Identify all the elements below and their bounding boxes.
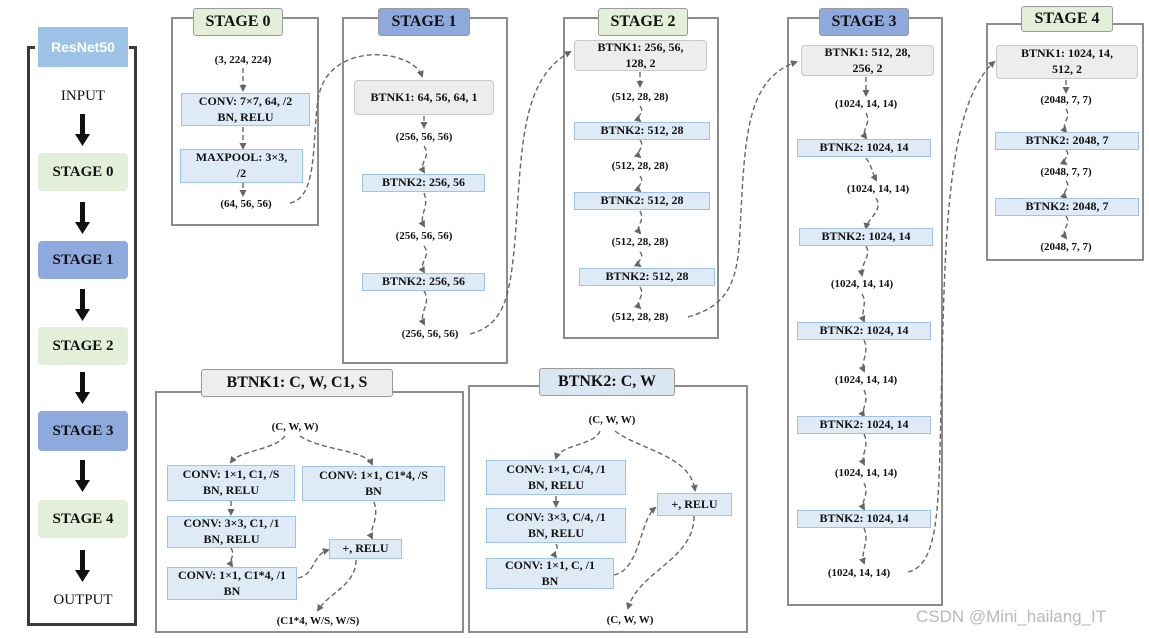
stage1-btnk2-block-1: BTNK2: 256, 56 bbox=[362, 174, 485, 192]
nav-stage-4: STAGE 4 bbox=[38, 500, 128, 538]
resnet50-overview-frame bbox=[27, 46, 137, 626]
stage1-title: STAGE 1 bbox=[378, 8, 470, 36]
btnk1-shortcut-block: CONV: 1×1, C1*4, /S BN bbox=[302, 466, 445, 501]
stage3-btnk2-block-5: BTNK2: 1024, 14 bbox=[797, 510, 931, 528]
stage2-shape-3: (512, 28, 28) bbox=[611, 236, 669, 248]
btnk1-conv3-block: CONV: 1×1, C1*4, /1 BN bbox=[167, 567, 297, 600]
stage2-title: STAGE 2 bbox=[598, 8, 688, 36]
nav-stage-0: STAGE 0 bbox=[38, 153, 128, 191]
frame-corner-left bbox=[27, 46, 35, 49]
stage2-shape-1: (512, 28, 28) bbox=[611, 91, 669, 103]
stage3-btnk2-block-4: BTNK2: 1024, 14 bbox=[797, 416, 931, 434]
stage2-shape-2: (512, 28, 28) bbox=[611, 160, 669, 172]
watermark: CSDN @Mini_hailang_IT bbox=[916, 607, 1107, 626]
stage2-btnk2-block-3: BTNK2: 512, 28 bbox=[579, 268, 715, 286]
stage4-btnk1-block: BTNK1: 1024, 14, 512, 2 bbox=[996, 45, 1138, 79]
stage3-shape-4: (1024, 14, 14) bbox=[834, 374, 898, 386]
btnk2-conv2-block: CONV: 3×3, C/4, /1 BN, RELU bbox=[486, 508, 626, 543]
stage1-output-shape: (256, 56, 56) bbox=[401, 328, 459, 340]
nav-stage-3: STAGE 3 bbox=[38, 411, 128, 451]
stage3-btnk2-block-3: BTNK2: 1024, 14 bbox=[797, 322, 931, 340]
btnk2-input-shape: (C, W, W) bbox=[588, 414, 636, 426]
stage3-title: STAGE 3 bbox=[819, 8, 909, 36]
stage0-output-shape: (64, 56, 56) bbox=[220, 198, 272, 210]
stage4-btnk2-block-2: BTNK2: 2048, 7 bbox=[995, 198, 1139, 216]
stage3-btnk1-block: BTNK1: 512, 28, 256, 2 bbox=[801, 45, 934, 76]
stage2-btnk2-block-2: BTNK2: 512, 28 bbox=[574, 192, 710, 210]
stage3-btnk2-block-2: BTNK2: 1024, 14 bbox=[799, 228, 933, 246]
input-label: INPUT bbox=[60, 88, 106, 104]
output-label: OUTPUT bbox=[53, 592, 113, 608]
nav-stage-2: STAGE 2 bbox=[38, 327, 128, 365]
stage3-btnk2-block-1: BTNK2: 1024, 14 bbox=[797, 139, 931, 157]
stage0-conv-block: CONV: 7×7, 64, /2 BN, RELU bbox=[181, 93, 310, 126]
btnk2-output-shape: (C, W, W) bbox=[606, 614, 654, 626]
btnk1-output-shape: (C1*4, W/S, W/S) bbox=[276, 615, 360, 627]
stage4-output-shape: (2048, 7, 7) bbox=[1040, 241, 1092, 253]
stage0-input-shape: (3, 224, 224) bbox=[214, 54, 272, 66]
stage4-title: STAGE 4 bbox=[1021, 6, 1113, 32]
stage1-shape-1: (256, 56, 56) bbox=[395, 131, 453, 143]
btnk1-conv1-block: CONV: 1×1, C1, /S BN, RELU bbox=[167, 465, 295, 501]
nav-stage-1: STAGE 1 bbox=[38, 241, 128, 279]
stage1-btnk1-block: BTNK1: 64, 56, 64, 1 bbox=[354, 80, 494, 115]
stage3-shape-2: (1024, 14, 14) bbox=[846, 183, 910, 195]
btnk2-definition-title: BTNK2: C, W bbox=[539, 368, 675, 396]
stage3-shape-3: (1024, 14, 14) bbox=[830, 278, 894, 290]
stage3-output-shape: (1024, 14, 14) bbox=[827, 567, 891, 579]
stage3-shape-5: (1024, 14, 14) bbox=[834, 467, 898, 479]
resnet50-label: ResNet50 bbox=[38, 27, 128, 67]
btnk1-conv2-block: CONV: 3×3, C1, /1 BN, RELU bbox=[167, 516, 296, 548]
btnk1-add-relu-block: +, RELU bbox=[329, 539, 402, 559]
btnk2-add-relu-block: +, RELU bbox=[657, 493, 732, 516]
stage4-shape-1: (2048, 7, 7) bbox=[1040, 94, 1092, 106]
stage4-shape-2: (2048, 7, 7) bbox=[1040, 166, 1092, 178]
stage2-btnk1-block: BTNK1: 256, 56, 128, 2 bbox=[574, 40, 707, 71]
stage2-output-shape: (512, 28, 28) bbox=[611, 311, 669, 323]
stage0-maxpool-block: MAXPOOL: 3×3, /2 bbox=[180, 149, 303, 183]
btnk2-conv1-block: CONV: 1×1, C/4, /1 BN, RELU bbox=[486, 460, 626, 495]
stage1-btnk2-block-2: BTNK2: 256, 56 bbox=[362, 273, 485, 291]
btnk2-conv3-block: CONV: 1×1, C, /1 BN bbox=[486, 558, 614, 589]
btnk1-definition-title: BTNK1: C, W, C1, S bbox=[201, 369, 393, 397]
stage1-shape-2: (256, 56, 56) bbox=[395, 230, 453, 242]
stage2-btnk2-block-1: BTNK2: 512, 28 bbox=[574, 122, 710, 140]
stage0-title: STAGE 0 bbox=[193, 8, 283, 36]
stage3-shape-1: (1024, 14, 14) bbox=[834, 98, 898, 110]
btnk1-input-shape: (C, W, W) bbox=[271, 421, 319, 433]
frame-corner-right bbox=[129, 46, 137, 49]
stage4-btnk2-block-1: BTNK2: 2048, 7 bbox=[995, 132, 1139, 150]
